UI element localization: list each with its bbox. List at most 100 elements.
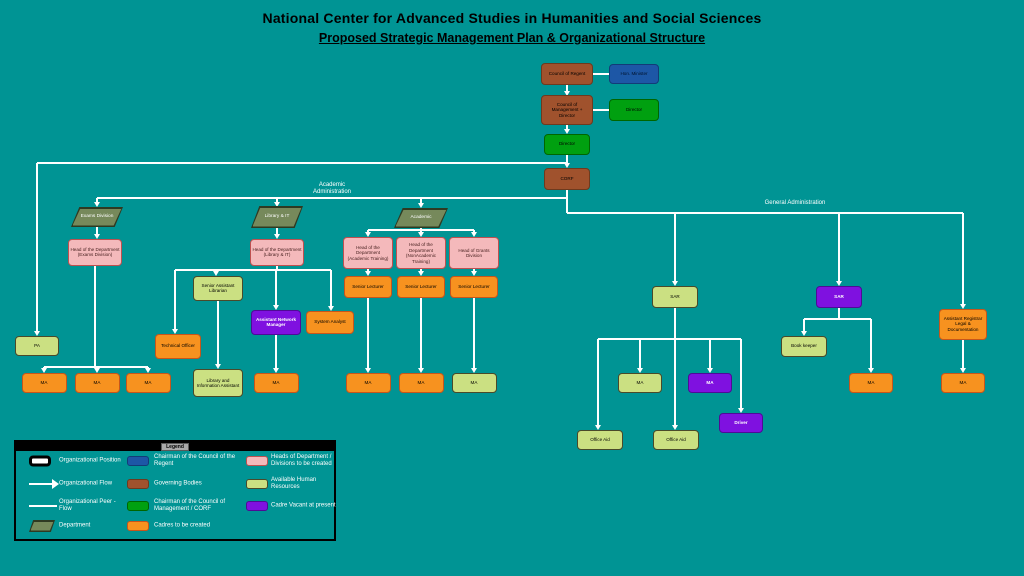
legend-swatch-vacant (246, 501, 268, 511)
connector-line (674, 213, 676, 282)
head-exams: Head of the Department (Exams Division) (68, 238, 122, 266)
senior-lecturer-2: Senior Lecturer (397, 276, 445, 298)
head-grants: Head of Grants Division (449, 237, 499, 269)
legend-item-label: Chairman of the Council of Management / … (154, 498, 226, 512)
exams-division: Exams Division (71, 207, 123, 227)
department-label: Exams Division (72, 208, 122, 226)
connector-line (97, 197, 567, 199)
arrow-head-icon (171, 329, 178, 334)
pa: PA (15, 336, 59, 356)
connector-line (566, 125, 568, 129)
legend-swatch-available (246, 479, 268, 489)
arrow-head-icon (563, 163, 570, 168)
connector-line (598, 338, 741, 340)
connector-line (275, 334, 277, 369)
connector-line (962, 213, 964, 305)
arrow-head-icon (636, 368, 643, 373)
corf: CORF (544, 168, 590, 190)
arrow-head-icon (563, 91, 570, 96)
ma-general-1: MA (618, 373, 662, 393)
academic-administration-label: Academic Administration (312, 182, 351, 195)
driver: Driver (719, 413, 763, 433)
legend-swatch-department (29, 520, 55, 532)
connector-line (367, 298, 369, 369)
arrow-head-icon (364, 232, 371, 237)
connector-line (804, 318, 871, 320)
legend: Legend (14, 440, 336, 541)
connector-line (420, 269, 422, 272)
ma-exams-2: MA (74, 373, 120, 393)
connector-line (420, 198, 422, 204)
connector-line (593, 109, 609, 111)
legend-item-label: Governing Bodies (154, 480, 202, 487)
arrow-head-icon (563, 129, 570, 134)
council-of-management: Council of Management + Director (541, 95, 593, 125)
arrow-head-icon (470, 232, 477, 237)
head-academic-training: Head of the Department (Academic Trainin… (343, 237, 393, 269)
arrow-head-icon (212, 271, 219, 276)
legend-item-label: Department (59, 522, 91, 529)
connector-line (639, 339, 641, 369)
head-nonacademic-training: Head of the Department (NonAcademic Trai… (396, 237, 446, 269)
connector-line (217, 300, 219, 365)
legend-item-label: Cadres to be created (154, 522, 211, 529)
senior-lecturer-1: Senior Lecturer (344, 276, 392, 298)
arrow-head-icon (706, 368, 713, 373)
ma-general-2: MA (688, 373, 732, 393)
arrow-head-icon (417, 203, 424, 208)
connector-line (740, 339, 742, 409)
legend-swatch-governing (127, 479, 149, 489)
connector-line (174, 270, 176, 330)
academic-division: Academic (394, 208, 448, 228)
arrow-head-icon (737, 408, 744, 413)
arrow-head-icon (835, 281, 842, 286)
connector-line (276, 266, 278, 270)
book-keeper: Book keeper (781, 335, 827, 357)
department-shape: Library & IT (251, 206, 303, 228)
arrow-head-icon (417, 368, 424, 373)
arrow-head-icon (40, 368, 47, 373)
council-of-regent: Council of Regent (541, 63, 593, 85)
arrow-head-icon (272, 305, 279, 310)
sar-vacant: SAR (816, 286, 862, 308)
connector-line (597, 339, 599, 426)
connector-line (674, 339, 676, 426)
connector-line (962, 339, 964, 369)
legend-item-label: Organizational Peer - Flow (59, 498, 116, 512)
arrow-head-icon (273, 202, 280, 207)
assistant-network-manager: Assistant Network Manager (251, 309, 301, 335)
legend-item-label: Organizational Position (59, 457, 121, 464)
legend-swatch-peer-flow (29, 505, 57, 507)
ma-sar: MA (849, 373, 893, 393)
connector-line (367, 269, 369, 272)
ma-lecturer-1: MA (345, 373, 391, 393)
legend-item-label: Heads of Department / Divisions to be cr… (271, 453, 332, 467)
system-analyst: System Analyst (306, 310, 354, 334)
general-administration-label: General Administration (764, 200, 826, 206)
legend-swatch-head (246, 456, 268, 466)
connector-line (709, 339, 711, 369)
connector-line (870, 319, 872, 369)
connector-line (838, 213, 840, 282)
arrow-head-icon (327, 306, 334, 311)
ma-library: MA (253, 373, 299, 393)
arrow-head-icon (93, 368, 100, 373)
connector-line (566, 85, 568, 91)
connector-line (473, 269, 475, 272)
legend-swatch-cadre (127, 521, 149, 531)
connector-line (96, 227, 98, 235)
connector-line (567, 212, 963, 214)
legend-swatch-chairman-corf (127, 501, 149, 511)
department-shape: Exams Division (71, 207, 123, 227)
legend-swatch-position (29, 455, 51, 467)
connector-line (275, 270, 277, 306)
arrow-head-icon (33, 331, 40, 336)
connector-line (44, 366, 148, 368)
connector-line (566, 190, 568, 213)
legend-title: Legend (161, 442, 189, 451)
arrow-head-icon (93, 202, 100, 207)
arrow-head-icon (867, 368, 874, 373)
arrow-head-icon (470, 368, 477, 373)
director-peer: Director (609, 99, 659, 121)
